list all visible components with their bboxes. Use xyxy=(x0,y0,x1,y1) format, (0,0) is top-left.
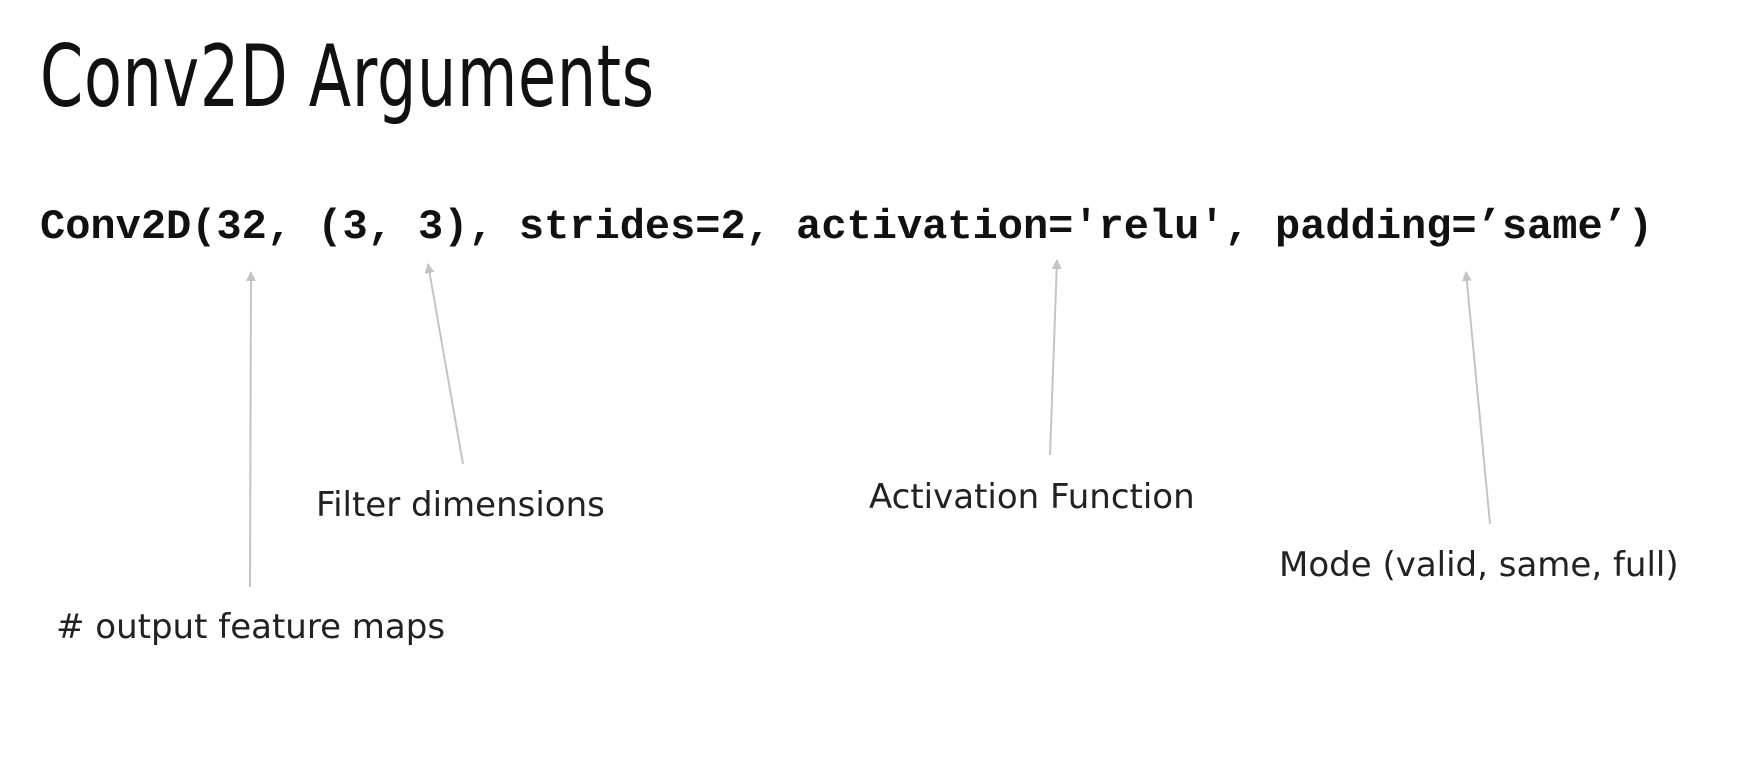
arrow-filter xyxy=(424,263,464,465)
slide-title: Conv2D Arguments xyxy=(40,27,655,127)
label-padding-mode: Mode (valid, same, full) xyxy=(1279,545,1679,585)
label-filter-dimensions: Filter dimensions xyxy=(316,485,605,525)
arrow-activation xyxy=(1049,259,1062,456)
arrow-output-maps xyxy=(245,271,256,588)
label-output-maps: # output feature maps xyxy=(56,607,446,647)
label-activation-function: Activation Function xyxy=(869,477,1195,517)
code-line: Conv2D(32, (3, 3), strides=2, activation… xyxy=(40,203,1654,251)
arrow-mode xyxy=(1461,271,1491,525)
